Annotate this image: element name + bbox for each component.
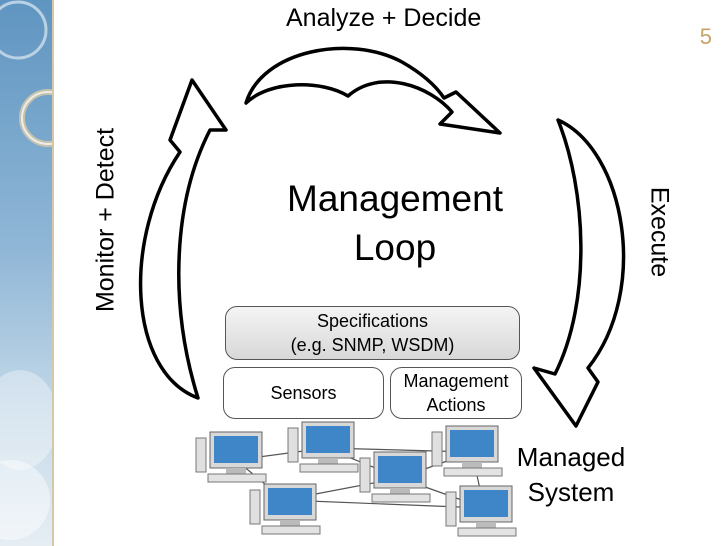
specifications-box: Specifications (e.g. SNMP, WSDM)	[225, 306, 520, 360]
actions-line-1: Management	[403, 371, 509, 391]
slide-number: 5	[699, 24, 712, 49]
title-line-1: Management	[287, 178, 503, 219]
sensors-box: Sensors	[223, 367, 384, 419]
sensors-label: Sensors	[270, 383, 337, 403]
title-line-2: Loop	[353, 227, 437, 268]
computer-icon	[195, 431, 267, 483]
computer-icon	[287, 421, 359, 473]
spec-line-2: (e.g. SNMP, WSDM)	[290, 335, 455, 355]
computer-icon	[431, 425, 503, 477]
computer-icon	[249, 483, 321, 535]
computer-icon	[359, 451, 431, 503]
analyze-decide-label: Analyze + Decide	[286, 4, 482, 32]
spec-line-1: Specifications	[316, 311, 429, 331]
actions-line-2: Actions	[426, 395, 486, 415]
computers	[195, 421, 517, 537]
top-arrow	[244, 46, 502, 135]
right-arrow	[532, 118, 626, 428]
managed-line-2: System	[527, 477, 615, 507]
managed-line-1: Managed	[516, 442, 626, 472]
managed-system-label: Managed System	[506, 440, 636, 510]
sidebar-decoration	[0, 0, 54, 546]
computer-icon	[445, 485, 517, 537]
sky-gradient-image	[0, 0, 54, 546]
management-actions-box: Management Actions	[390, 367, 522, 419]
left-arrow	[138, 78, 228, 400]
management-loop-title: Management Loop	[262, 174, 528, 272]
